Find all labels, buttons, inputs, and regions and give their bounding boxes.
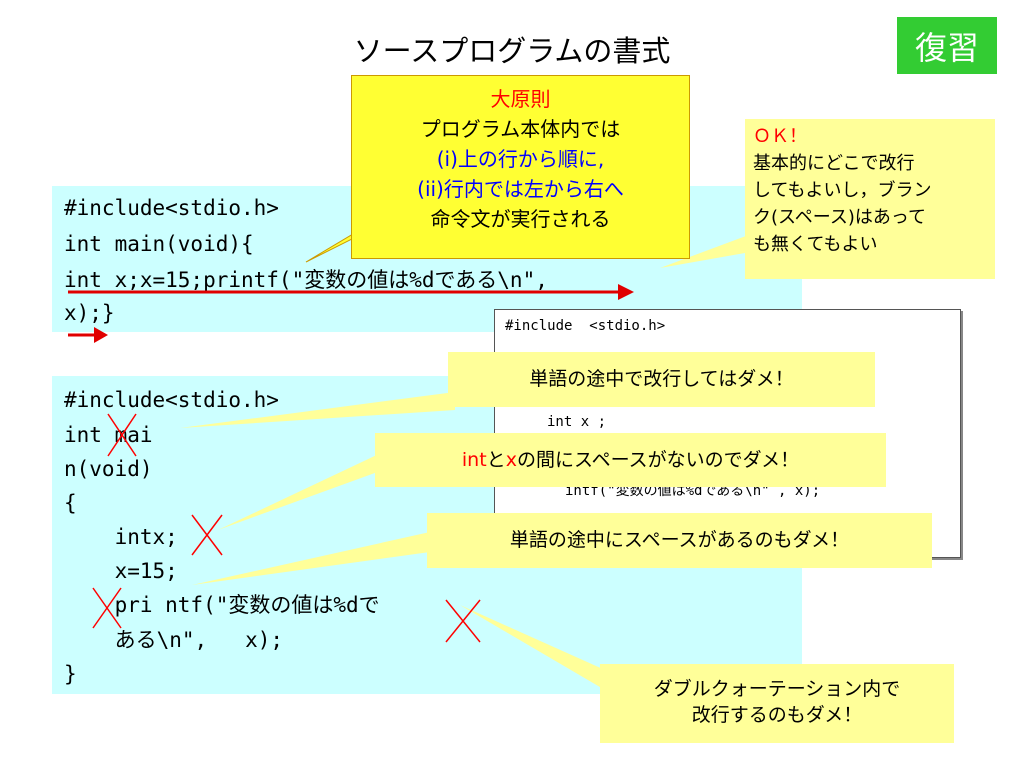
code-line: x);} bbox=[64, 301, 115, 325]
code-line: intf("変数の値は%dである\n" , x); bbox=[565, 483, 821, 499]
code-line: #include <stdio.h> bbox=[505, 318, 666, 334]
cross-mark bbox=[191, 514, 223, 556]
principle-heading: 大原則 bbox=[490, 87, 551, 111]
split-word-callout-tail bbox=[180, 392, 455, 428]
cross-mark bbox=[445, 599, 481, 643]
next-line-arrow-head bbox=[94, 327, 108, 343]
slide-title: ソースプログラムの書式 bbox=[353, 34, 671, 68]
left-to-right-arrow-head bbox=[618, 284, 634, 300]
cross-mark bbox=[107, 413, 137, 457]
ok-heading: ＯＫ！ bbox=[753, 126, 807, 147]
code-line: } bbox=[64, 662, 77, 686]
split-word-callout: 単語の途中で改行してはダメ！ bbox=[448, 352, 875, 407]
code-line: int x ; bbox=[547, 414, 607, 430]
principle-line: プログラム本体内では bbox=[420, 117, 621, 141]
space-in-word-callout: 単語の途中にスペースがあるのもダメ！ bbox=[427, 513, 932, 568]
no-space-callout-tail bbox=[218, 452, 383, 530]
ok-line: 基本的にどこで改行 bbox=[753, 153, 915, 174]
principle-line: 命令文が実行される bbox=[430, 207, 611, 231]
code-line: x=15; bbox=[64, 559, 178, 583]
ok-line: してもよいし，ブラン bbox=[753, 180, 932, 201]
callout-line: 改行するのもダメ！ bbox=[691, 704, 863, 726]
code-line: n(void) bbox=[64, 457, 153, 481]
callout-line: ダブルクォーテーション内で bbox=[653, 678, 901, 700]
code-line: #include<stdio.h> bbox=[64, 388, 279, 412]
code-line: int mai bbox=[64, 423, 153, 447]
no-space-callout: intとxの間にスペースがないのでダメ！ bbox=[375, 433, 886, 487]
code-line: int main(void){ bbox=[64, 232, 254, 256]
code-line: intx; bbox=[64, 525, 178, 549]
principle-callout: 大原則 プログラム本体内では (i)上の行から順に, (ii)行内では左から右へ… bbox=[351, 75, 690, 259]
quote-break-callout: ダブルクォーテーション内で 改行するのもダメ！ bbox=[600, 664, 954, 743]
keyword-x: x bbox=[505, 449, 517, 471]
cross-mark bbox=[92, 587, 122, 629]
ok-line: ク(スペース)はあって bbox=[753, 207, 926, 228]
principle-line: (ii)行内では左から右へ bbox=[417, 177, 624, 201]
code-line: { bbox=[64, 491, 77, 515]
space-in-word-callout-tail bbox=[192, 532, 430, 585]
keyword-int: int bbox=[461, 449, 487, 471]
callout-text: と bbox=[486, 449, 506, 471]
review-badge: 復習 bbox=[897, 17, 997, 74]
code-line: #include<stdio.h> bbox=[64, 196, 279, 220]
callout-text: の間にスペースがないのでダメ！ bbox=[516, 449, 800, 471]
code-line: int x;x=15;printf("変数の値は%dである\n", bbox=[64, 268, 548, 292]
ok-note: ＯＫ！ 基本的にどこで改行 してもよいし，ブラン ク(スペース)はあって も無く… bbox=[745, 119, 995, 279]
code-line: ある\n", x); bbox=[64, 628, 284, 652]
quote-break-callout-tail bbox=[460, 605, 605, 690]
ok-line: も無くてもよい bbox=[753, 234, 878, 255]
principle-line: (i)上の行から順に, bbox=[436, 147, 605, 171]
code-line: pri ntf("変数の値は%dで bbox=[64, 593, 380, 617]
